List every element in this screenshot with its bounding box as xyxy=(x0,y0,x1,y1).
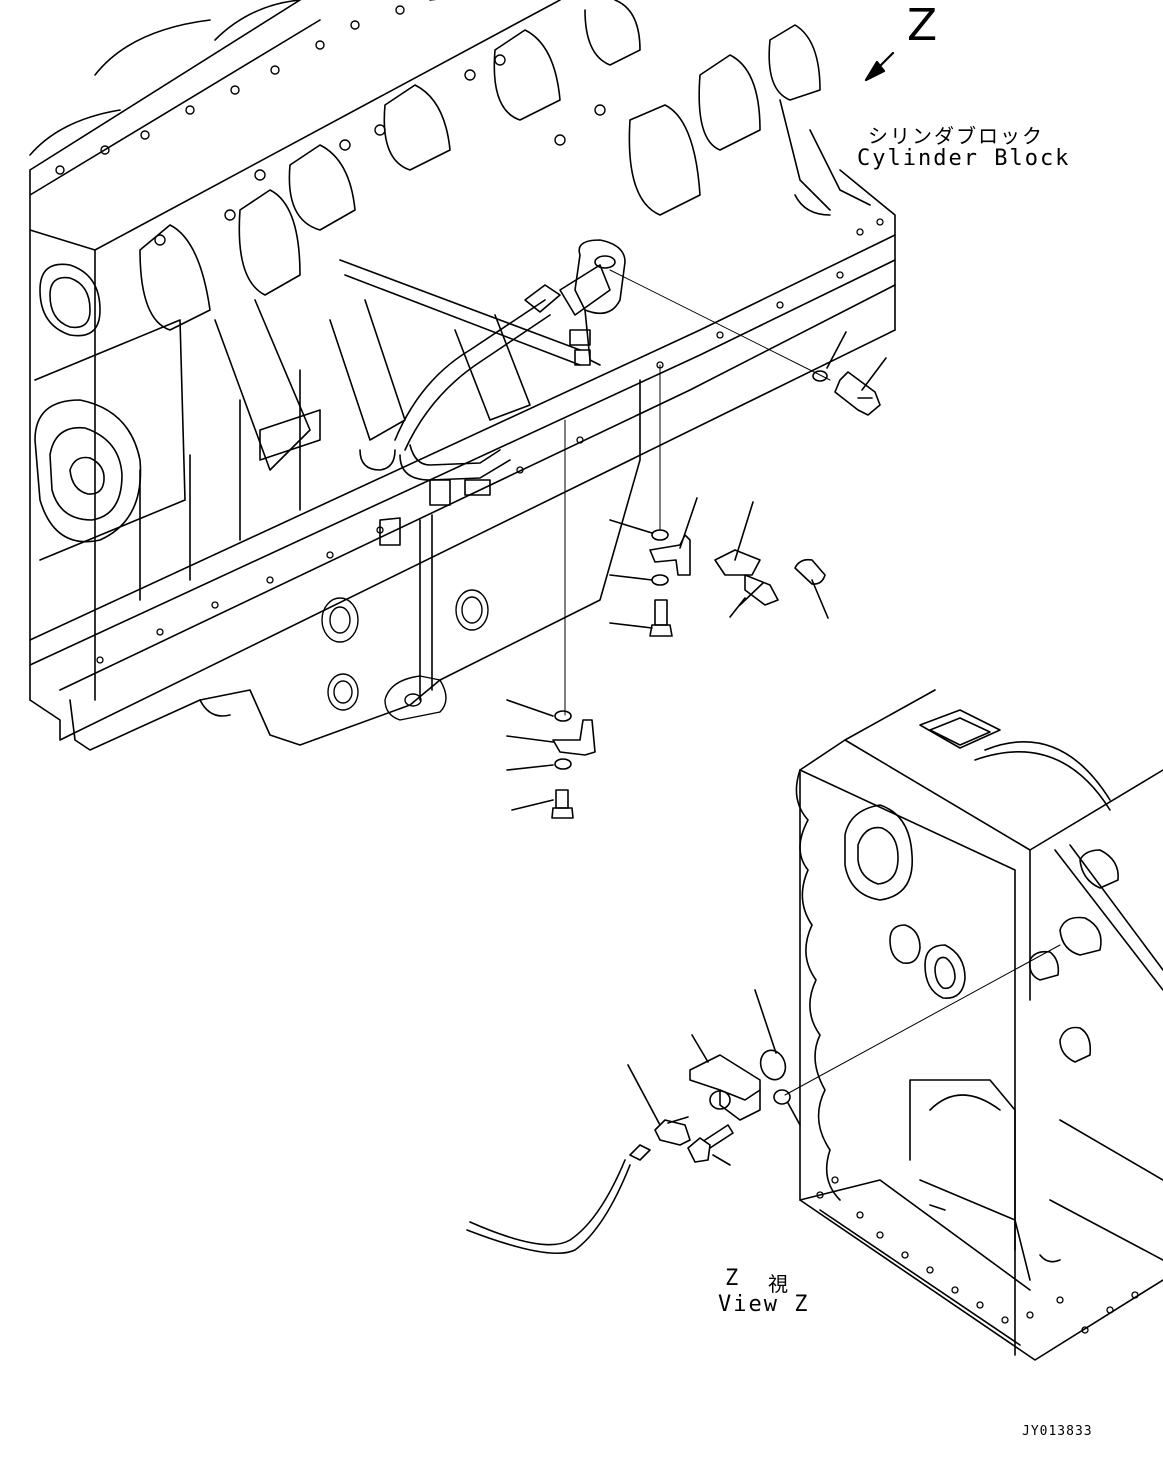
view-z-caption-jp: 視 xyxy=(768,1272,790,1296)
exploded-parts xyxy=(506,269,887,819)
drawing-number: JY013833 xyxy=(1022,1424,1093,1439)
view-z-arrow xyxy=(864,51,895,82)
cylinder-block-label-en: Cylinder Block xyxy=(857,146,1071,171)
view-z-block-drawing xyxy=(795,689,1163,1361)
cylinder-block-label-jp: シリンダブロック xyxy=(868,124,1044,148)
view-z-caption-en: View Z xyxy=(718,1292,810,1317)
sensor-assembly-drawing xyxy=(466,944,1061,1255)
cylinder-block-drawing xyxy=(29,0,896,751)
view-z-caption-letter: Z xyxy=(725,1266,741,1291)
view-z-marker-letter: Z xyxy=(907,0,938,51)
